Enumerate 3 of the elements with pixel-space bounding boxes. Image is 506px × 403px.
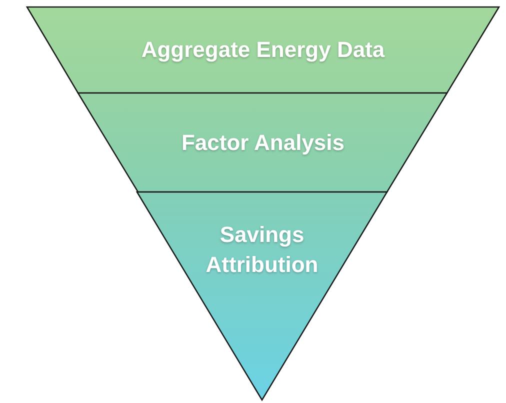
section-label: Factor Analysis	[180, 129, 346, 157]
section-label: Aggregate Energy Data	[140, 36, 386, 64]
section-label: Savings Attribution	[204, 221, 320, 279]
